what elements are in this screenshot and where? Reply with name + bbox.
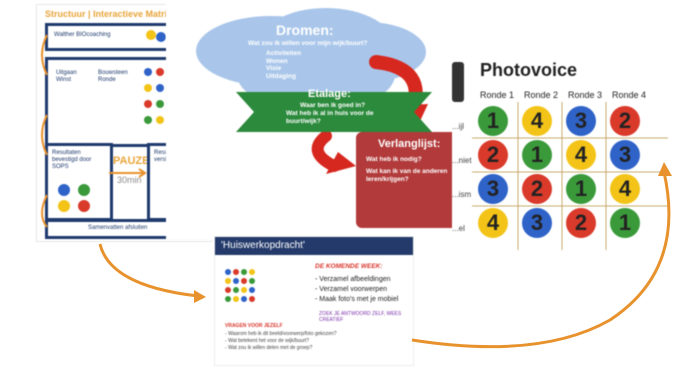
matrix-footer-label: Samenvatten afsluiten: [88, 225, 148, 231]
verlanglijst-q2: Wat kan ik van de anderen leren/krijgen?: [366, 168, 448, 183]
photovoice-number-circle: 3: [610, 140, 640, 170]
photovoice-number-circle: 1: [478, 106, 508, 136]
homework-bullet: Verzamel afbeeldingen: [319, 276, 391, 283]
homework-question: Waarom heb ik dit beeld/voorwerp/foto ge…: [228, 331, 337, 337]
photovoice-slide: Photovoice Ronde 1 Ronde 2 Ronde 3 Ronde…: [452, 44, 690, 250]
photovoice-col-1: Ronde 1: [480, 90, 515, 100]
photovoice-number-circle: 1: [566, 174, 596, 204]
matrix-arrows: [41, 34, 147, 228]
blue-dot: [156, 32, 166, 42]
dromen-item: Activiteiten: [266, 50, 302, 57]
homework-title: 'Huiswerkopdracht': [221, 240, 305, 251]
homework-title-bar: [215, 237, 413, 255]
photovoice-number-circle: 1: [522, 140, 552, 170]
matrix-middle-label: Uitgaan Winst: [56, 70, 77, 83]
homework-dot-grid: [225, 269, 257, 305]
homework-heading: DE KOMENDE WEEK:: [315, 263, 383, 270]
photovoice-col-3: Ronde 3: [568, 90, 603, 100]
photovoice-row-label: ...el: [452, 224, 465, 233]
etalage-title: Etalage:: [308, 88, 351, 100]
photovoice-number-circle: 4: [566, 140, 596, 170]
homework-question-heading: VRAGEN VOOR JEZELF: [225, 323, 283, 329]
photovoice-number-circle: 3: [478, 174, 508, 204]
verlanglijst-scroll: [356, 132, 462, 228]
dromen-item: Wonen: [266, 57, 288, 65]
verlanglijst-q1: Wat heb ik nodig?: [366, 156, 422, 163]
photovoice-grid-lines: [472, 102, 668, 250]
photovoice-row-label: ...ijl: [452, 122, 464, 131]
homework-questions: - Waarom heb ik dit beeld/voorwerp/foto …: [225, 331, 337, 351]
homework-bullet: Maak foto's met je mobiel: [319, 296, 399, 303]
dreams-slide: Dromen: Wat zou ik willen voor mijn wijk…: [166, 2, 464, 240]
photovoice-row-label: ...ism: [452, 190, 472, 199]
photovoice-number-circle: 1: [610, 208, 640, 238]
dromen-item: Visie: [266, 65, 282, 72]
homework-bullets: - Verzamel afbeeldingen - Verzamel voorw…: [315, 276, 399, 303]
pause-label: PAUZE: [113, 155, 150, 167]
etalage-q2: Wat heb ik al in huis voor de buurt/wijk…: [286, 110, 374, 125]
homework-slide: 'Huiswerkopdracht' DE KOMENDE WEEK: - Ve…: [214, 236, 414, 366]
photovoice-number-circle: 2: [478, 140, 508, 170]
photovoice-number-circle: 3: [522, 208, 552, 238]
etalage-banner: [236, 92, 432, 132]
photovoice-number-circle: 4: [522, 106, 552, 136]
photovoice-col-4: Ronde 4: [612, 90, 647, 100]
photovoice-number-circle: 4: [478, 208, 508, 238]
etalage-q1: Waar ben ik goed in?: [300, 102, 366, 109]
photovoice-row-label: ...niet: [452, 156, 472, 165]
homework-bullet: Verzamel voorwerpen: [319, 286, 387, 293]
verlanglijst-title: Verlanglijst:: [378, 138, 441, 150]
dromen-question: Wat zou ik willen voor mijn wijk/buurt?: [248, 40, 368, 47]
photovoice-number-circle: 2: [566, 208, 596, 238]
matrix-top-box: Walther BIOcoaching: [45, 23, 171, 51]
dromen-title: Dromen:: [276, 22, 334, 38]
photovoice-title: Photovoice: [480, 60, 578, 80]
matrix-top-box-label: Walther BIOcoaching: [54, 32, 111, 38]
yellow-dot: [146, 30, 156, 40]
photovoice-number-circle: 2: [610, 106, 640, 136]
matrix-middle-sub: Bouwsteen Ronde: [98, 70, 128, 83]
pause-time: 30min: [117, 175, 142, 185]
photovoice-number-circle: 2: [522, 174, 552, 204]
homework-question: Wat zou ik willen delen met de groep?: [228, 345, 313, 351]
photovoice-number-circle: 4: [610, 174, 640, 204]
homework-question: Wat betekent het voor de wijk/buurt?: [228, 338, 310, 344]
photovoice-number-circle: 3: [566, 106, 596, 136]
matrix-slide-title: Structuur | Interactieve Matrix 2024: [45, 9, 195, 19]
homework-subnote: ZOEK JE ANTWOORD ZELF, WEES CREATIEF: [319, 311, 402, 323]
camera-icon: [452, 62, 464, 102]
dromen-list: Activiteiten Wonen Visie Uitdaging: [266, 50, 301, 80]
photovoice-col-2: Ronde 2: [524, 90, 559, 100]
dromen-item: Uitdaging: [266, 72, 296, 80]
matrix-left-label: Resultaten bevestigd door SOPS: [52, 150, 92, 170]
